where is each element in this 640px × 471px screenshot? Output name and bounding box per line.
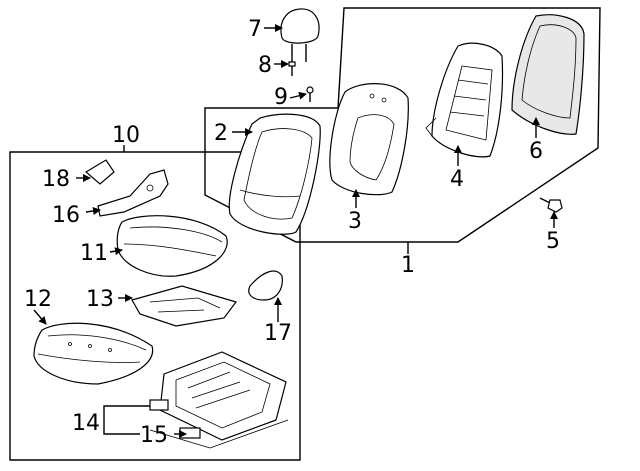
seat-back-cover	[228, 113, 321, 235]
callout-14: 14	[72, 411, 100, 436]
callout-15: 15	[140, 423, 168, 448]
callout-5: 5	[546, 229, 560, 254]
cover-clip	[84, 159, 115, 185]
callout-11: 11	[80, 241, 108, 266]
seat-cushion-frame	[149, 351, 289, 449]
callout-2: 2	[214, 121, 228, 146]
seat-cushion-pad	[116, 215, 228, 277]
callout-17: 17	[264, 321, 292, 346]
callout-13: 13	[86, 287, 114, 312]
side-cover	[248, 270, 283, 301]
callout-7: 7	[248, 17, 262, 42]
seat-cushion-cover	[33, 322, 154, 385]
callout-10: 10	[112, 123, 140, 148]
bolt	[539, 197, 563, 213]
callout-12-arrow	[33, 309, 47, 325]
callout-3: 3	[348, 209, 362, 234]
headrest-guide	[288, 61, 296, 76]
seat-back-frame	[425, 42, 504, 158]
callout-9-arrow	[289, 91, 307, 100]
headrest	[280, 8, 320, 62]
callout-16-arrow	[85, 207, 101, 215]
callout-6: 6	[529, 139, 543, 164]
headrest-pin	[306, 86, 314, 102]
callout-18: 18	[42, 167, 70, 192]
seat-cushion-group-outline	[9, 151, 301, 461]
callout-11-arrow	[109, 247, 123, 256]
callout-4: 4	[450, 167, 464, 192]
callout-14-bracket	[103, 405, 150, 422]
seat-back-pad	[329, 83, 409, 196]
callout-14-bracket-lower	[103, 422, 140, 435]
seat-switch	[179, 427, 201, 439]
callout-12: 12	[24, 287, 52, 312]
callout-8: 8	[258, 53, 272, 78]
seat-back-panel	[511, 14, 585, 135]
callout-16: 16	[52, 203, 80, 228]
callout-1: 1	[401, 253, 415, 278]
side-shield-bracket	[97, 169, 169, 217]
seat-heater-mat	[131, 285, 237, 327]
callout-9: 9	[274, 85, 288, 110]
